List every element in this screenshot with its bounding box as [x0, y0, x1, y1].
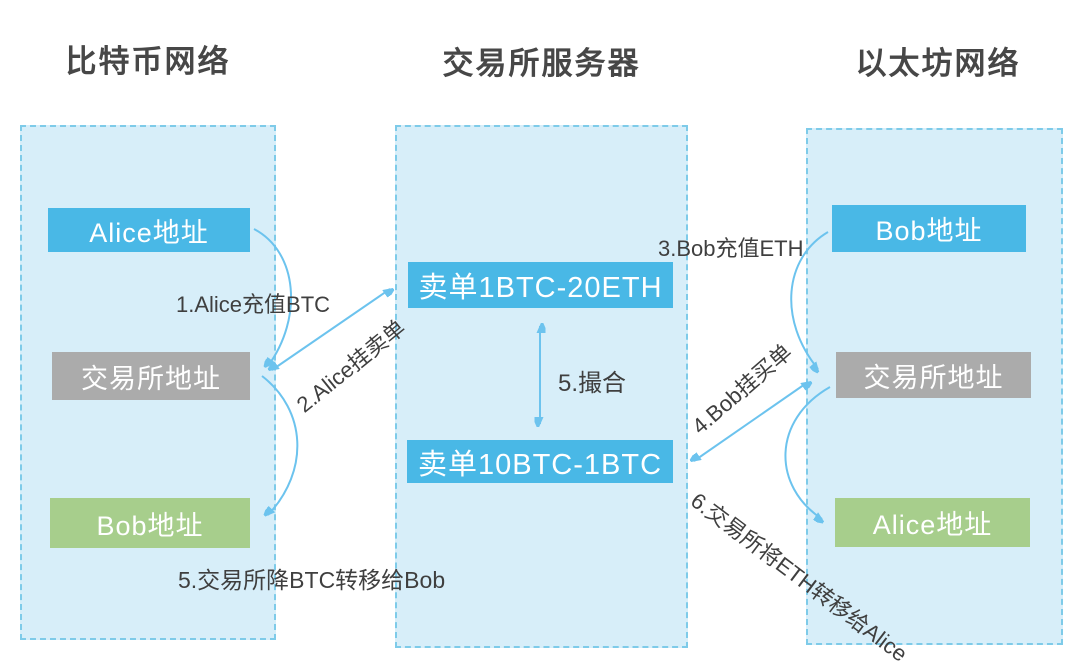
node-exchange-address-eth: 交易所地址 — [836, 352, 1031, 398]
node-alice-address-btc: Alice地址 — [48, 208, 250, 252]
node-exchange-address-btc: 交易所地址 — [52, 352, 250, 400]
column-title-ethereum-network: 以太坊网络 — [855, 46, 1021, 81]
node-bob-address-eth: Bob地址 — [832, 205, 1026, 252]
node-sell-order-bottom: 卖单10BTC-1BTC — [407, 440, 673, 483]
label-step5-transfer-btc-to-bob: 5.交易所降BTC转移给Bob — [178, 567, 446, 593]
label-step1-alice-deposit-btc: 1.Alice充值BTC — [176, 292, 331, 317]
label-step3-bob-deposit-eth: 3.Bob充值ETH — [658, 236, 804, 261]
column-title-exchange-server: 交易所服务器 — [442, 46, 641, 81]
node-sell-order-top: 卖单1BTC-20ETH — [408, 262, 673, 308]
node-alice-address-eth: Alice地址 — [835, 498, 1030, 547]
label-step5-match: 5.撮合 — [558, 370, 627, 397]
node-bob-address-btc: Bob地址 — [50, 498, 250, 548]
column-title-bitcoin-network: 比特币网络 — [65, 44, 231, 79]
label-step4-bob-place-buy-order: 4.Bob挂买单 — [687, 339, 797, 440]
